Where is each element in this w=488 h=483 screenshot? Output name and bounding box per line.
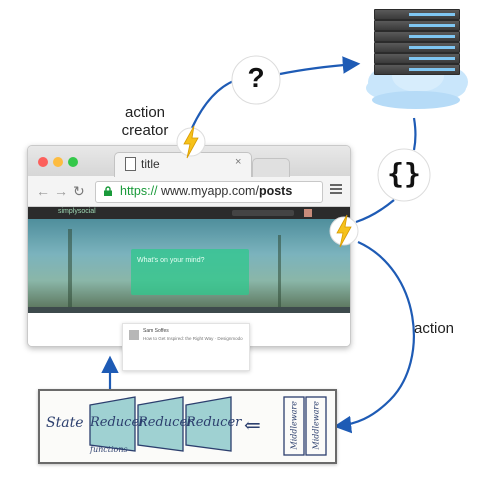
site-navbar: simplysocial xyxy=(28,207,350,219)
document-icon xyxy=(125,157,136,171)
post-composer[interactable]: What's on your mind? xyxy=(131,249,249,295)
reducer-label: Reducer xyxy=(138,415,194,430)
hero-image: What's on your mind? xyxy=(28,219,350,307)
site-logo[interactable]: simplysocial xyxy=(58,208,96,215)
back-arrow-icon[interactable]: ← xyxy=(36,183,50,199)
site-avatar[interactable] xyxy=(304,209,312,217)
forward-arrow-icon[interactable]: → xyxy=(54,183,68,199)
url-path: posts xyxy=(258,184,293,198)
palm-tree-silhouette xyxy=(278,235,281,307)
arrow-query-to-server xyxy=(279,56,361,76)
browser-window: title × ← → ↻ https:// www.myapp.com/pos… xyxy=(27,145,351,347)
page-viewport: simplysocial What's on your mind? xyxy=(28,207,350,346)
url-scheme: https:// xyxy=(120,184,158,198)
arrow-action-to-middleware xyxy=(333,240,415,434)
reducer-label: Reducer xyxy=(90,415,146,430)
middleware-label: Middleware xyxy=(289,401,299,450)
hero-tab-strip xyxy=(28,307,350,313)
question-mark-glyph: ? xyxy=(247,62,265,93)
lock-icon xyxy=(104,186,112,196)
lightning-bolt-icon xyxy=(176,125,206,159)
arrow-json-to-response xyxy=(355,199,395,224)
avatar xyxy=(129,330,139,340)
palm-tree-silhouette xyxy=(68,229,72,307)
address-url: https:// www.myapp.com/posts xyxy=(120,184,292,198)
redux-whiteboard: State Reducer Reducer Reducer functions … xyxy=(38,389,337,464)
middleware-label: Middleware xyxy=(311,401,321,450)
minimize-window-button[interactable] xyxy=(53,157,63,167)
post-card[interactable]: Sam Soffes How to Get Inspired: the Righ… xyxy=(122,323,250,371)
state-label: State xyxy=(46,415,84,431)
zoom-window-button[interactable] xyxy=(68,157,78,167)
tab-title: title xyxy=(141,157,160,171)
question-mark-icon xyxy=(231,55,281,105)
site-search-input[interactable] xyxy=(232,210,294,216)
browser-tab[interactable]: title × xyxy=(114,152,252,177)
browser-toolbar: ← → ↻ https:// www.myapp.com/posts xyxy=(28,177,350,207)
post-composer-prompt: What's on your mind? xyxy=(137,257,205,264)
close-window-button[interactable] xyxy=(38,157,48,167)
json-braces-icon xyxy=(377,148,431,202)
action-label: action xyxy=(413,320,455,337)
browser-menu-icon[interactable] xyxy=(330,184,342,196)
reload-icon[interactable]: ↻ xyxy=(73,183,85,199)
new-tab-button[interactable] xyxy=(252,158,290,177)
action-creator-label: action creator xyxy=(112,104,178,140)
action-creator-line-2: creator xyxy=(121,122,169,139)
lightning-bolt-icon xyxy=(329,214,359,248)
post-text: How to Get Inspired: the Right Way · Des… xyxy=(143,336,243,341)
action-creator-line-1: action xyxy=(124,104,166,121)
address-bar[interactable]: https:// www.myapp.com/posts xyxy=(95,181,323,203)
reducer-shapes xyxy=(89,396,327,456)
post-author: Sam Soffes xyxy=(143,328,169,334)
flow-arrow-icon: ⇐ xyxy=(244,413,261,437)
arrow-creator-to-query xyxy=(191,78,237,129)
reducer-label: Reducer xyxy=(186,415,242,430)
tab-close-icon[interactable]: × xyxy=(235,156,242,168)
url-host: www.myapp.com/ xyxy=(157,184,259,198)
json-braces-glyph: {} xyxy=(387,157,421,190)
arrow-server-to-json xyxy=(412,117,417,151)
functions-note: functions xyxy=(90,445,128,454)
